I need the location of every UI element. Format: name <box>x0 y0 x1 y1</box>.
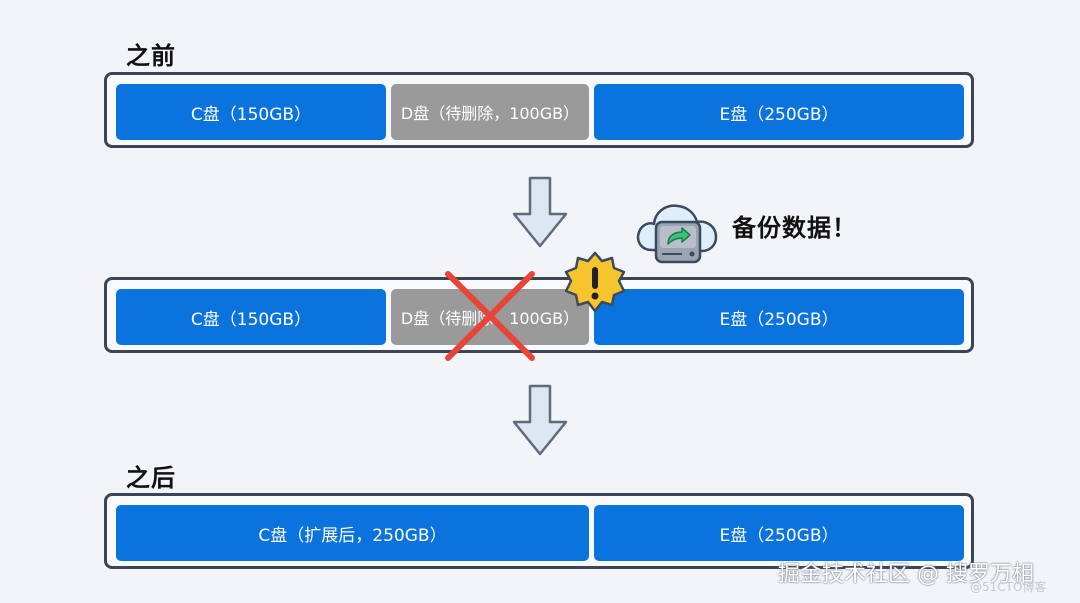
partition-bar-middle: C盘（150GB） D盘（待删除，100GB） E盘（250GB） <box>104 277 974 353</box>
red-cross-icon <box>445 271 535 361</box>
cloud-backup-icon <box>636 204 718 264</box>
partition-d-before: D盘（待删除，100GB） <box>391 84 589 140</box>
partition-e-middle: E盘（250GB） <box>594 289 964 345</box>
down-arrow-icon <box>512 176 568 248</box>
backup-label: 备份数据！ <box>732 214 857 242</box>
down-arrow-icon <box>512 384 568 456</box>
partition-e-before: E盘（250GB） <box>594 84 964 140</box>
before-title: 之前 <box>126 42 176 70</box>
watermark-sub-text: @51CTO博客 <box>970 580 1047 594</box>
warning-badge-icon <box>564 251 626 313</box>
partition-e-after: E盘（250GB） <box>594 505 964 561</box>
partition-bar-before: C盘（150GB） D盘（待删除，100GB） E盘（250GB） <box>104 72 974 148</box>
watermark-text: 掘金技术社区 @ 搜罗万相 <box>778 562 1034 587</box>
partition-c-after: C盘（扩展后，250GB） <box>116 505 589 561</box>
after-title: 之后 <box>126 464 176 492</box>
partition-bar-after: C盘（扩展后，250GB） E盘（250GB） <box>104 493 974 569</box>
partition-c-middle: C盘（150GB） <box>116 289 386 345</box>
partition-c-before: C盘（150GB） <box>116 84 386 140</box>
